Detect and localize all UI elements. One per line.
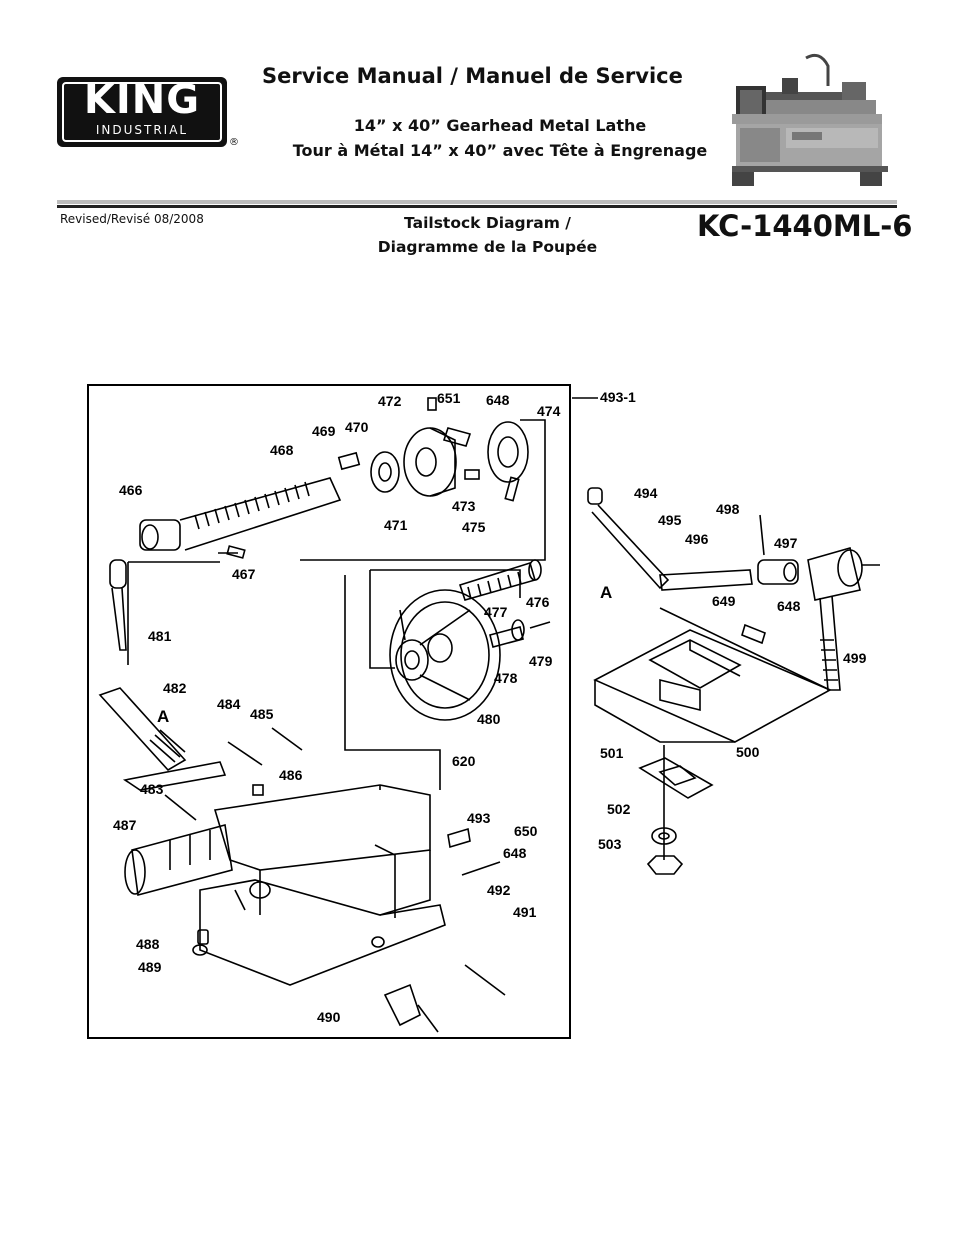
header-rule-black	[57, 205, 897, 208]
clamp-lever-assembly	[587, 487, 880, 691]
part-label: 488	[136, 936, 160, 952]
diagram-title-english: Tailstock Diagram /	[404, 214, 571, 232]
part-label: 487	[113, 817, 137, 833]
part-label: 480	[477, 711, 501, 727]
part-label: 471	[384, 517, 408, 533]
part-labels: 472 651 648 474 493-1 469 470 468 466 47…	[113, 389, 867, 1025]
part-label: 486	[279, 767, 303, 783]
part-label: 501	[600, 745, 624, 761]
part-label: 467	[232, 566, 256, 582]
part-label: 499	[843, 650, 867, 666]
part-label: 496	[685, 531, 709, 547]
part-label: 502	[607, 801, 631, 817]
handwheel	[389, 589, 501, 721]
tailstock-body	[199, 784, 446, 986]
part-label: 481	[148, 628, 172, 644]
revision-date: Revised/Revisé 08/2008	[60, 212, 204, 226]
part-label: 489	[138, 959, 162, 975]
part-label: 498	[716, 501, 740, 517]
part-label: 492	[487, 882, 511, 898]
part-label: 493	[467, 810, 491, 826]
part-label: 466	[119, 482, 143, 498]
part-label: 648	[777, 598, 801, 614]
part-label: 648	[503, 845, 527, 861]
diagram-artwork	[98, 397, 880, 1033]
part-label: 470	[345, 419, 369, 435]
part-label: 468	[270, 442, 294, 458]
registered-mark: ®	[229, 137, 239, 148]
section-mark-a-right: A	[600, 583, 612, 602]
part-label: 484	[217, 696, 241, 712]
part-label: 648	[486, 392, 510, 408]
part-label: 495	[658, 512, 682, 528]
part-label: 482	[163, 680, 187, 696]
part-label: 477	[484, 604, 508, 620]
part-label: 494	[634, 485, 658, 501]
logo-border	[62, 82, 222, 142]
part-label: 650	[514, 823, 538, 839]
manual-title: Service Manual / Manuel de Service	[262, 64, 683, 88]
part-label: 485	[250, 706, 274, 722]
part-label: 497	[774, 535, 798, 551]
section-mark-a-left: A	[157, 707, 169, 726]
lathe-illustration	[732, 53, 888, 186]
model-number: KC-1440ML-6	[697, 209, 913, 243]
part-label: 651	[437, 390, 461, 406]
part-label: 478	[494, 670, 518, 686]
logo-word: KING	[83, 77, 201, 123]
clamp-plate	[593, 629, 832, 743]
part-label: 479	[529, 653, 553, 669]
diagram-title-french: Diagramme de la Poupée	[377, 238, 598, 256]
king-industrial-logo: KING INDUSTRIAL	[57, 77, 227, 147]
part-label: 493-1	[600, 389, 636, 405]
part-label: 474	[537, 403, 561, 419]
diagram-frame	[87, 384, 571, 1039]
part-label: 469	[312, 423, 336, 439]
quill-screw	[139, 477, 342, 551]
part-label: 476	[526, 594, 550, 610]
part-label: 472	[378, 393, 402, 409]
part-label: 491	[513, 904, 537, 920]
part-label: 475	[462, 519, 486, 535]
part-label: 483	[140, 781, 164, 797]
subtitle-english: 14” x 40” Gearhead Metal Lathe	[353, 116, 647, 135]
part-label: 500	[736, 744, 760, 760]
part-label: 620	[452, 753, 476, 769]
part-label: 503	[598, 836, 622, 852]
part-label: 649	[712, 593, 736, 609]
header-rule-gray	[57, 200, 897, 204]
logo-subtext: INDUSTRIAL	[95, 123, 189, 137]
part-label: 473	[452, 498, 476, 514]
part-label: 490	[317, 1009, 341, 1025]
subtitle-french: Tour à Métal 14” x 40” avec Tête à Engre…	[292, 141, 708, 160]
